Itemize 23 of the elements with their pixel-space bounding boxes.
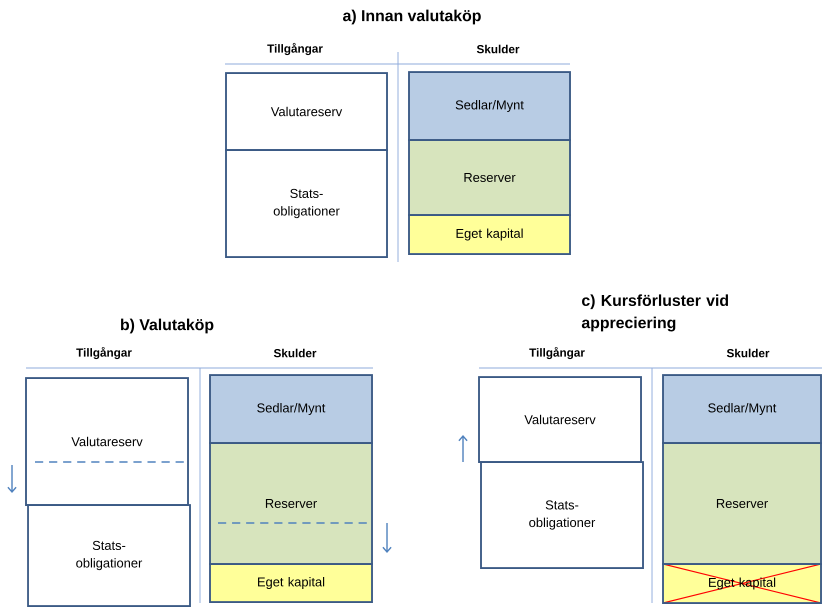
account-box: Sedlar/Mynt	[662, 374, 822, 444]
account-box: Eget kapital	[408, 214, 571, 255]
account-box: Stats- obligationer	[225, 149, 388, 258]
account-box: Reserver	[408, 139, 571, 216]
panel-title: b) Valutaköp	[121, 318, 214, 334]
account-box: Valutareserv	[25, 377, 189, 506]
column-header: Skulder	[476, 44, 520, 54]
column-header: Skulder	[726, 348, 770, 358]
account-box: Stats- obligationer	[480, 461, 644, 569]
account-box: Valutareserv	[225, 72, 388, 151]
panel-title: a) Innan valutaköp	[343, 10, 481, 24]
panel-title: c) Kursförluster vid appreciering	[582, 294, 728, 332]
account-box: Stats- obligationer	[27, 504, 191, 607]
account-box: Sedlar/Mynt	[209, 374, 373, 444]
account-box: Valutareserv	[478, 376, 642, 463]
account-box: Eget kapital	[209, 563, 373, 603]
column-header: Tillgångar	[76, 346, 132, 360]
account-box: Reserver	[209, 442, 373, 565]
account-box: Sedlar/Mynt	[408, 71, 571, 141]
column-header: Tillgångar	[267, 42, 323, 56]
column-header: Skulder	[274, 348, 316, 358]
column-header: Tillgångar	[529, 346, 585, 360]
account-box: Reserver	[662, 442, 822, 565]
